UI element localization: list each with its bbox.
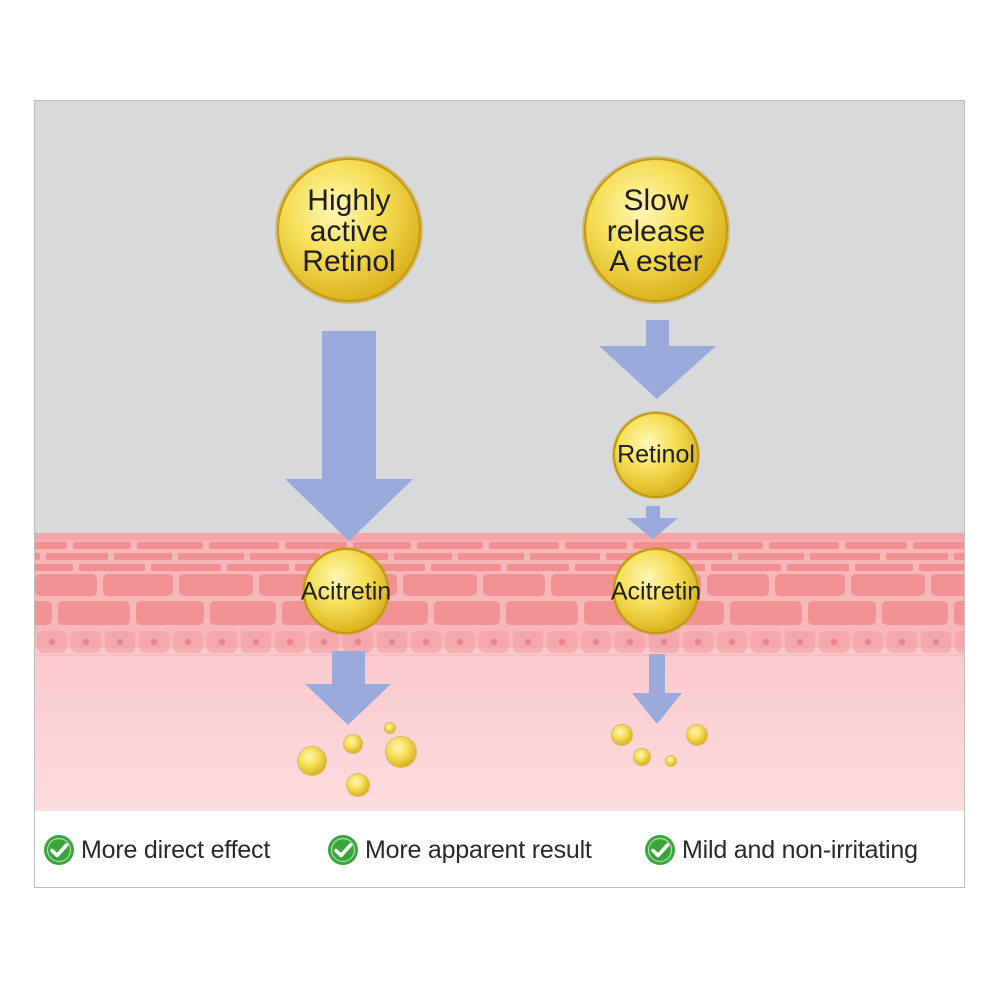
molecule-acitretin-right <box>612 547 700 635</box>
left-main-arrow <box>285 331 413 541</box>
left-down-arrow <box>305 651 391 725</box>
label-slow-release-a-ester: Slow release A ester <box>606 184 706 279</box>
benefit-item: More apparent result <box>327 833 592 867</box>
particle <box>344 735 362 753</box>
benefit-text: More apparent result <box>365 835 592 864</box>
label-acitretin-left: Acitretin <box>300 577 392 606</box>
particle <box>298 747 326 775</box>
check-circle-icon <box>328 835 358 865</box>
particle <box>385 723 395 733</box>
label-acitretin-right: Acitretin <box>610 577 702 606</box>
absorbed-particles <box>297 722 708 797</box>
benefit-item: More direct effect <box>43 833 270 867</box>
benefits-bar: More direct effect More apparent result … <box>35 811 964 887</box>
molecule-acitretin-left <box>302 547 390 635</box>
diagram-frame: Highly active Retinol Slow release A est… <box>34 100 965 888</box>
particle <box>386 737 416 767</box>
molecule-highly-active-retinol <box>275 156 423 304</box>
right-down-arrow <box>632 654 682 724</box>
particle <box>687 725 707 745</box>
benefit-text: More direct effect <box>81 835 271 864</box>
check-circle-icon <box>645 835 675 865</box>
particle <box>347 774 369 796</box>
right-top-arrow <box>599 320 716 399</box>
skin-absorption-diagram <box>35 101 964 811</box>
skin-layers <box>35 533 964 811</box>
particle <box>666 756 676 766</box>
particle <box>634 749 650 765</box>
label-retinol: Retinol <box>617 440 695 469</box>
molecule-slow-release-a-ester <box>582 156 730 304</box>
benefit-text: Mild and non-irritating <box>682 835 918 864</box>
benefit-item: Mild and non-irritating <box>644 833 918 867</box>
label-highly-active-retinol: Highly active Retinol <box>302 184 396 279</box>
molecule-retinol <box>612 411 700 499</box>
check-circle-icon <box>44 835 74 865</box>
right-middle-arrow <box>627 506 678 539</box>
particle <box>612 725 632 745</box>
